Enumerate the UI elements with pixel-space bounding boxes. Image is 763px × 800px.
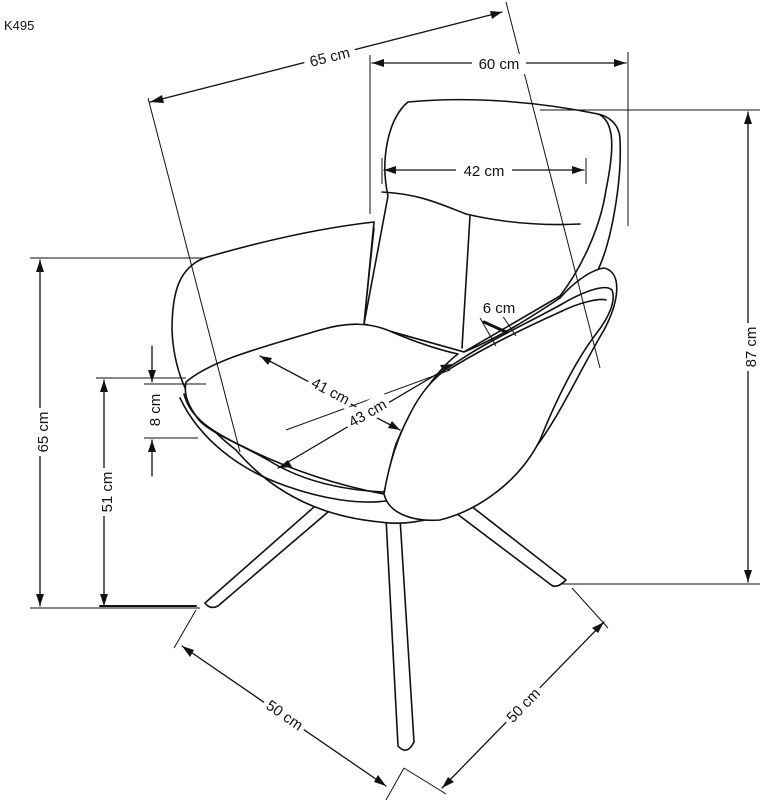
chair-shell-lower-edge (179, 397, 393, 503)
chair-leg-right (435, 487, 567, 588)
label-total-height: 87 cm (743, 327, 760, 368)
dimension-lines (30, 1, 760, 800)
chair-leg-left (204, 499, 329, 609)
chair-illustration (171, 98, 622, 751)
backrest-side-panel (597, 113, 622, 271)
label-armrest-height: 65 cm (35, 412, 52, 453)
seat-cushion-front (183, 393, 385, 495)
product-code: K495 (4, 18, 34, 33)
backrest-seam-mid (461, 215, 471, 349)
label-armrest-width: 6 cm (483, 300, 516, 317)
backrest-seam-top (381, 191, 581, 226)
label-seat-thickness: 8 cm (147, 394, 164, 427)
label-backrest-width: 42 cm (464, 163, 505, 180)
chair-armrest-right (383, 286, 614, 522)
label-width: 60 cm (479, 56, 520, 73)
label-back-depth: 65 cm (308, 44, 352, 70)
label-seat-height: 51 cm (99, 472, 116, 513)
armrest-inner-edge (447, 298, 607, 371)
chair-leg-front (385, 517, 415, 751)
